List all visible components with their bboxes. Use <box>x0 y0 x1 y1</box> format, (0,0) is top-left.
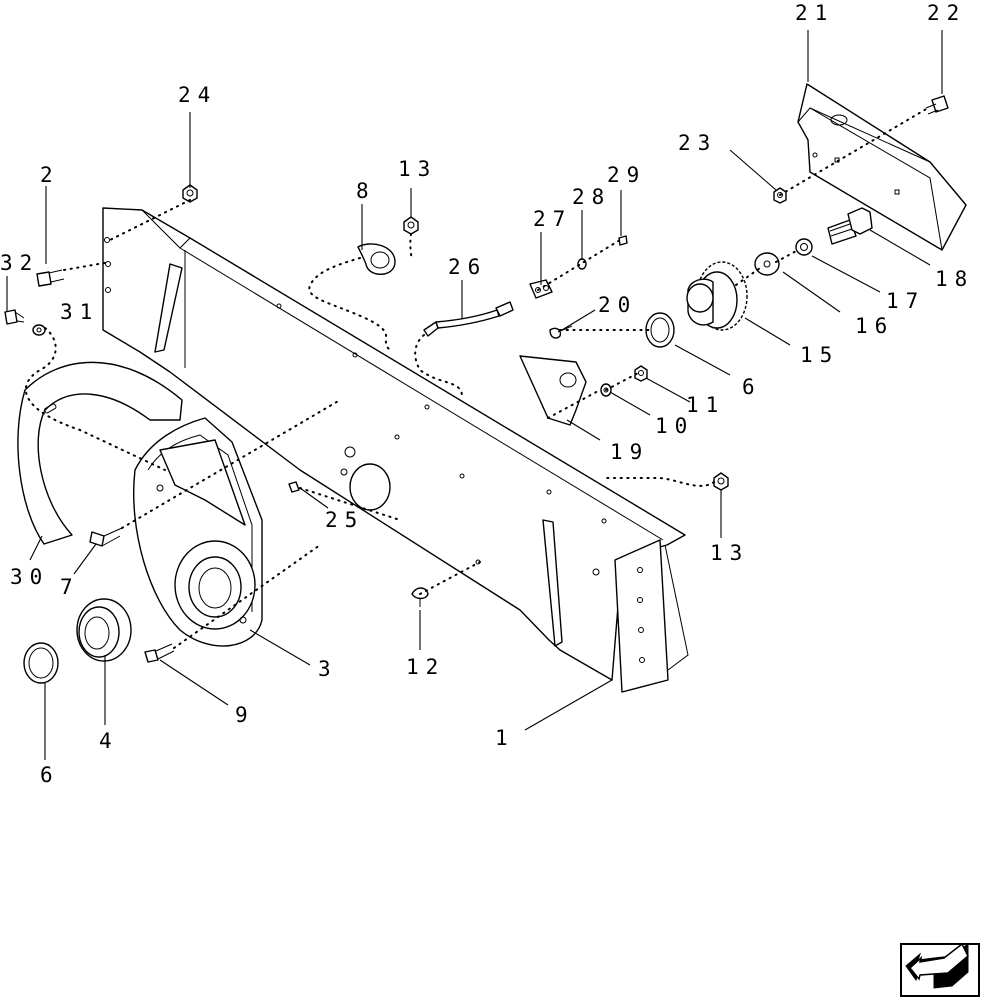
callout-20: 20 <box>598 293 637 317</box>
callout-26: 26 <box>448 255 487 279</box>
callout-3: 3 <box>318 657 338 681</box>
callout-22: 22 <box>927 1 966 25</box>
callout-21: 21 <box>795 1 834 25</box>
callout-23: 23 <box>678 131 717 155</box>
bolt-7 <box>89 527 123 547</box>
callout-25: 25 <box>325 508 364 532</box>
callout-31: 31 <box>60 300 99 324</box>
callout-6-left: 6 <box>40 763 60 787</box>
callout-2: 2 <box>40 163 60 187</box>
callout-12: 12 <box>406 655 445 679</box>
callout-13-top: 13 <box>398 157 437 181</box>
callout-10: 10 <box>655 414 694 438</box>
leader-lines <box>6 30 943 760</box>
bolt-9 <box>144 643 175 663</box>
callout-17: 17 <box>886 289 925 313</box>
previous-page-arrow-icon[interactable] <box>900 942 980 997</box>
washer-right <box>645 312 675 348</box>
callout-9: 9 <box>235 703 255 727</box>
callout-29: 29 <box>607 163 646 187</box>
callout-8: 8 <box>356 179 376 203</box>
lock-washer-17 <box>795 238 813 256</box>
callout-19: 19 <box>610 440 649 464</box>
bearing <box>76 598 132 662</box>
callout-15: 15 <box>800 343 839 367</box>
callout-1: 1 <box>495 726 515 750</box>
callout-32: 32 <box>0 251 39 275</box>
callout-4: 4 <box>99 729 119 753</box>
nut-13-right <box>713 472 729 491</box>
hex-bolt-18 <box>827 207 873 245</box>
callout-27: 27 <box>533 207 572 231</box>
washer-left <box>23 642 59 684</box>
belt-guard <box>17 361 183 545</box>
callout-18: 18 <box>935 267 974 291</box>
bearing-housing <box>133 417 263 647</box>
shield-plate-21 <box>797 83 967 251</box>
clamp-8 <box>357 243 396 275</box>
callout-6-right: 6 <box>742 375 762 399</box>
callout-24: 24 <box>178 83 217 107</box>
washer-16 <box>754 252 780 276</box>
callout-30: 30 <box>10 565 49 589</box>
main-frame-beam <box>102 207 689 693</box>
fitting-29 <box>618 235 628 246</box>
callout-7: 7 <box>60 575 80 599</box>
sprocket-gear <box>686 261 748 331</box>
callout-11: 11 <box>686 393 725 417</box>
callout-16: 16 <box>855 314 894 338</box>
nut-13-top <box>403 216 419 235</box>
assembly-alignment-lines <box>24 107 929 649</box>
bolt-32 <box>4 309 25 325</box>
callout-13-right: 13 <box>710 541 749 565</box>
grease-line-26 <box>423 301 514 337</box>
washer-31 <box>32 324 46 336</box>
bolt-2 <box>36 269 65 287</box>
bolt-20 <box>549 325 573 339</box>
callout-labels: 1 2 3 4 6 6 7 8 9 10 11 12 13 13 15 16 1… <box>0 1 974 787</box>
fitting-25 <box>288 481 300 493</box>
bolt-22 <box>925 95 949 115</box>
callout-28: 28 <box>572 185 611 209</box>
